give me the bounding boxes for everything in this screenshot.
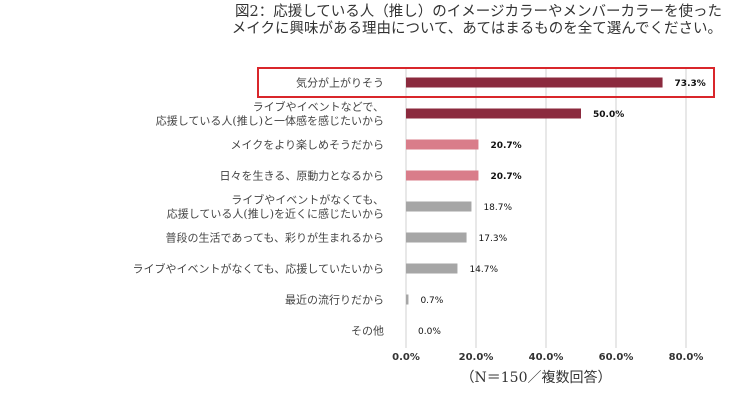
chart-title-line-2: メイクに興味がある理由について、あてはまるものを全て選んでください。 xyxy=(231,21,722,37)
data-label: 0.7% xyxy=(420,296,443,306)
data-label: 73.3% xyxy=(675,79,706,89)
category-label: 普段の生活であっても、彩りが生まれるから xyxy=(166,231,384,245)
data-label: 14.7% xyxy=(469,265,498,275)
category-label: 応援している人(推し)を近くに感じたいから xyxy=(167,207,384,221)
category-label: 最近の流行りだから xyxy=(285,293,384,307)
category-label: 気分が上がりそう xyxy=(296,76,384,90)
x-tick-label: 0.0% xyxy=(392,352,420,363)
bar xyxy=(406,201,472,212)
bar xyxy=(406,294,409,305)
bar xyxy=(406,232,467,243)
chart-title-line-1: 図2：応援している人（推し）のイメージカラーやメンバーカラーを使った xyxy=(235,4,722,20)
bar xyxy=(406,170,479,181)
category-label: メイクをより楽しめそうだから xyxy=(230,139,384,152)
chart-title: 図2：応援している人（推し）のイメージカラーやメンバーカラーを使った メイクに興… xyxy=(162,4,722,38)
category-label: ライブやイベントなどで、 xyxy=(253,100,384,114)
bar xyxy=(406,139,479,150)
bar xyxy=(406,108,581,119)
x-tick-label: 60.0% xyxy=(599,352,634,363)
data-label: 18.7% xyxy=(483,203,512,213)
data-label: 0.0% xyxy=(418,327,441,337)
category-label: ライブやイベントがなくても、応援していたいから xyxy=(133,262,384,276)
category-label: 応援している人(推し)と一体感を感じたいから xyxy=(156,114,384,128)
x-tick-label: 40.0% xyxy=(529,352,564,363)
bar xyxy=(406,263,458,274)
category-label: その他 xyxy=(351,325,384,338)
x-tick-label: 20.0% xyxy=(459,352,494,363)
category-label: ライブやイベントがなくても、 xyxy=(231,193,384,207)
sample-note: （N＝150／複数回答） xyxy=(461,369,612,386)
data-label: 17.3% xyxy=(479,234,508,244)
highlight-box xyxy=(257,67,715,98)
x-tick-label: 80.0% xyxy=(669,352,704,363)
data-label: 20.7% xyxy=(490,141,521,151)
bar xyxy=(406,77,663,88)
category-label: 日々を生きる、原動力となるから xyxy=(220,169,384,183)
data-label: 20.7% xyxy=(490,172,521,182)
data-label: 50.0% xyxy=(593,110,624,120)
